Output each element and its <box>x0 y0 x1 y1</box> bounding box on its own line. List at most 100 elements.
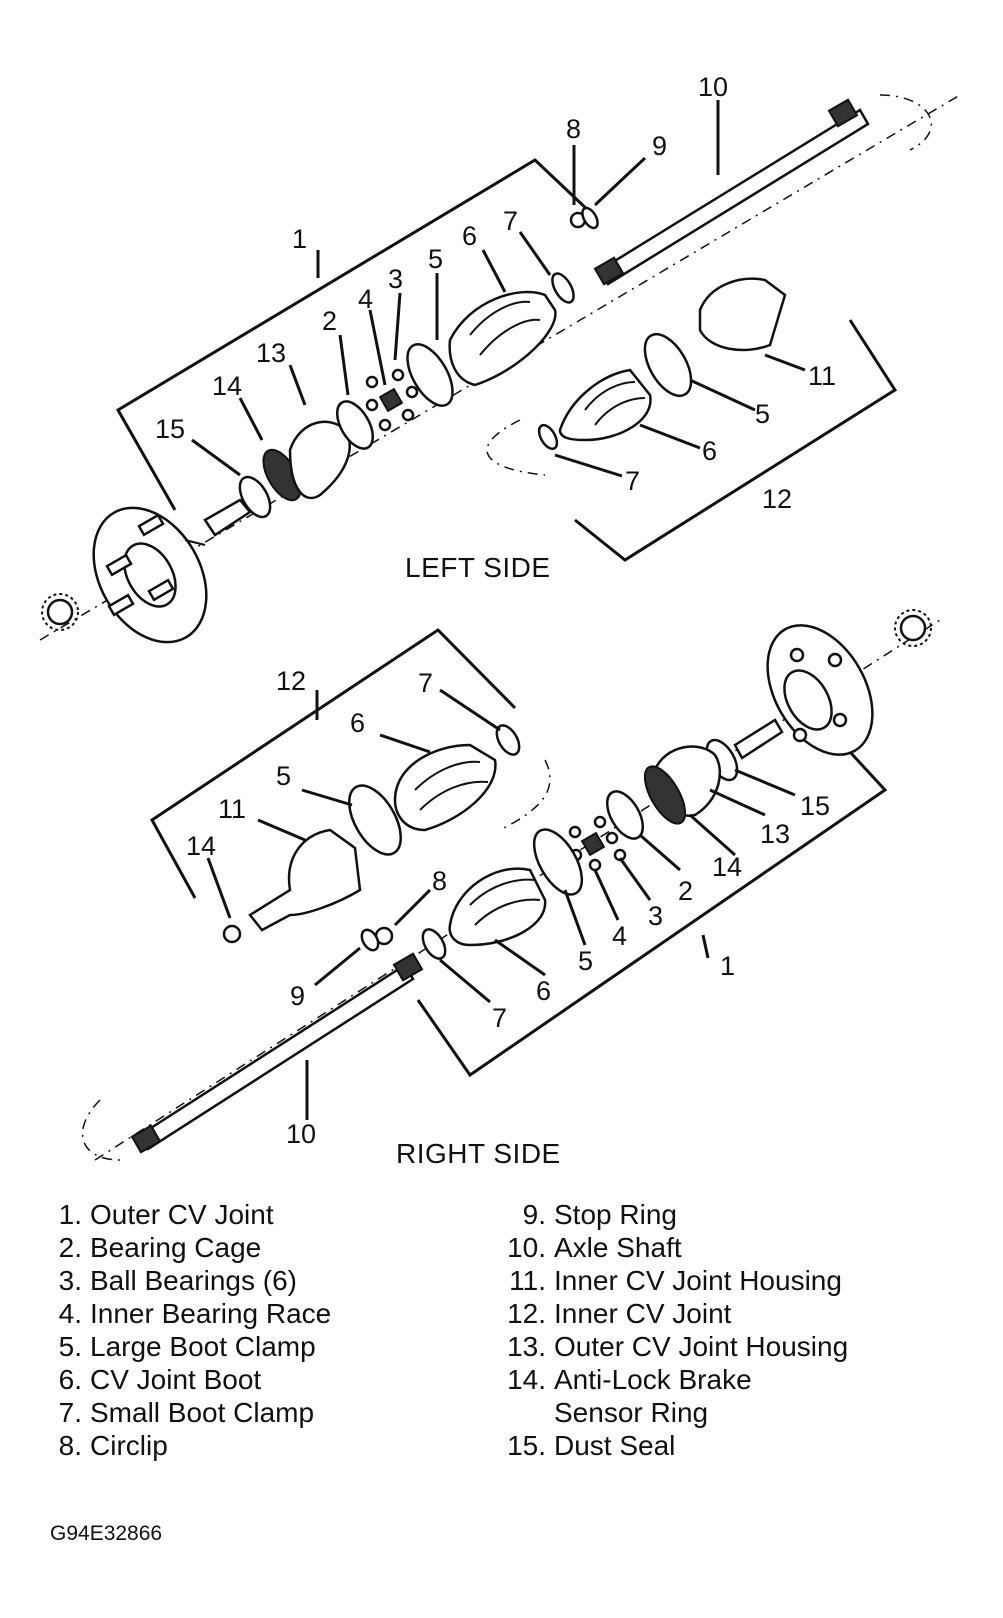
callout-right-14b: 14 <box>712 852 742 882</box>
right-outer-joint-bracket <box>416 750 888 1078</box>
callout-right-2: 2 <box>678 876 693 906</box>
callout-left-8: 8 <box>566 114 581 144</box>
legend-item: 8.Circlip <box>58 1430 168 1461</box>
callout-right-7b: 7 <box>492 1003 507 1033</box>
callout-left-7: 7 <box>503 206 518 236</box>
right-hub-flange <box>766 624 874 756</box>
right-bearing-cage <box>605 790 645 840</box>
legend-right-column: 9.Stop Ring 10.Axle Shaft 11.Inner CV Jo… <box>496 1198 848 1462</box>
callout-right-12: 12 <box>276 666 306 696</box>
legend-item: 5.Large Boot Clamp <box>58 1331 316 1362</box>
left-outer-joint-bracket <box>115 158 592 511</box>
legend-item: 14.Anti-Lock Brake <box>507 1364 752 1395</box>
right-dash-arc <box>81 1099 121 1161</box>
right-inner-housing <box>248 828 362 932</box>
callout-left-14: 14 <box>212 371 242 401</box>
callout-right-5a: 5 <box>276 761 291 791</box>
left-hub-flange <box>92 506 208 644</box>
right-side-title: RIGHT SIDE <box>396 1138 561 1169</box>
left-large-clamp <box>406 343 454 407</box>
left-callout-labels: 1 2 3 4 5 6 7 8 9 10 11 12 13 14 15 5 6 … <box>155 72 836 514</box>
right-axle-shaft <box>138 963 415 1151</box>
callout-right-6b: 6 <box>536 976 551 1006</box>
callout-left-6b: 6 <box>702 436 717 466</box>
left-axle-shaft <box>598 108 870 286</box>
left-leaders <box>191 100 806 478</box>
legend-item: 13.Outer CV Joint Housing <box>507 1331 849 1362</box>
right-inner-cv-boot <box>393 743 497 832</box>
legend-item: 3.Ball Bearings (6) <box>58 1265 297 1296</box>
callout-right-1: 1 <box>720 951 735 981</box>
right-leaders <box>206 688 796 1120</box>
legend-item: 12.Inner CV Joint <box>507 1298 732 1329</box>
callout-left-12: 12 <box>762 484 792 514</box>
right-dash-arc-top <box>499 759 551 831</box>
left-inner-large-clamp <box>643 332 693 398</box>
callout-left-5: 5 <box>428 244 443 274</box>
legend-item: 4.Inner Bearing Race <box>58 1298 332 1329</box>
legend-item-continuation: Sensor Ring <box>554 1397 709 1428</box>
callout-left-13: 13 <box>256 338 286 368</box>
legend-item: 15.Dust Seal <box>507 1430 676 1461</box>
callout-right-9: 9 <box>290 981 305 1011</box>
left-ball-bearings <box>365 368 419 432</box>
left-inner-joint-bracket <box>574 319 898 562</box>
right-hub-nut <box>899 614 927 642</box>
legend-item: 6.CV Joint Boot <box>58 1364 262 1395</box>
callout-left-1: 1 <box>292 224 307 254</box>
left-dash-arc-top <box>879 94 932 151</box>
left-inner-housing <box>698 277 787 352</box>
legend-left-column: 1.Outer CV Joint 2.Bearing Cage 3.Ball B… <box>46 1198 332 1462</box>
right-small-clamp <box>421 928 447 960</box>
legend-item: 2.Bearing Cage <box>58 1232 262 1263</box>
left-side-assembly: 1 2 3 4 5 6 7 8 9 10 11 12 13 14 15 5 6 … <box>39 72 961 644</box>
callout-right-14a: 14 <box>186 831 216 861</box>
callout-right-13: 13 <box>760 819 790 849</box>
callout-left-9: 9 <box>652 131 667 161</box>
right-cv-boot <box>448 867 547 947</box>
callout-right-8: 8 <box>432 866 447 896</box>
left-side-title: LEFT SIDE <box>405 552 551 583</box>
callout-right-6a: 6 <box>350 708 365 738</box>
right-inner-small-clamp <box>495 724 521 756</box>
right-inner-race <box>580 831 606 857</box>
left-dust-seal <box>238 475 272 519</box>
right-inner-joint-bracket <box>150 628 517 899</box>
left-dash-arc <box>486 419 546 476</box>
left-stop-ring <box>581 206 599 230</box>
callout-left-4: 4 <box>358 284 373 314</box>
legend-item: 10.Axle Shaft <box>507 1232 682 1263</box>
right-side-assembly: 12 7 6 5 11 14 8 9 7 6 5 4 3 2 14 13 15 … <box>81 609 941 1161</box>
callout-right-10: 10 <box>286 1119 316 1149</box>
right-callout-labels: 12 7 6 5 11 14 8 9 7 6 5 4 3 2 14 13 15 … <box>186 666 830 1149</box>
callout-left-11: 11 <box>808 361 836 391</box>
left-inner-cv-boot <box>558 368 652 442</box>
callout-left-6: 6 <box>462 221 477 251</box>
left-small-clamp <box>551 272 575 304</box>
legend-item: 1.Outer CV Joint <box>58 1199 274 1230</box>
callout-right-4: 4 <box>612 921 627 951</box>
callout-left-3: 3 <box>388 264 403 294</box>
left-inner-race <box>378 387 404 413</box>
callout-left-5b: 5 <box>755 399 770 429</box>
callout-right-3: 3 <box>648 901 663 931</box>
legend-item: 11.Inner CV Joint Housing <box>509 1265 842 1296</box>
left-inner-small-clamp <box>537 423 559 451</box>
right-stop-ring <box>360 928 380 952</box>
callout-right-7a: 7 <box>418 668 433 698</box>
right-inner-large-clamp <box>348 784 402 856</box>
callout-left-2: 2 <box>322 306 337 336</box>
left-cv-boot <box>448 290 557 387</box>
callout-right-11: 11 <box>218 794 246 824</box>
right-stub-shaft <box>733 718 784 760</box>
left-bearing-cage <box>335 400 375 450</box>
legend-item: 7.Small Boot Clamp <box>58 1397 315 1428</box>
callout-left-10: 10 <box>698 72 728 102</box>
callout-right-15: 15 <box>800 791 830 821</box>
right-abs-ring <box>643 765 687 825</box>
callout-left-15: 15 <box>155 414 185 444</box>
right-large-clamp <box>532 828 584 896</box>
figure-code: G94E32866 <box>50 1522 163 1545</box>
callout-right-5b: 5 <box>578 946 593 976</box>
